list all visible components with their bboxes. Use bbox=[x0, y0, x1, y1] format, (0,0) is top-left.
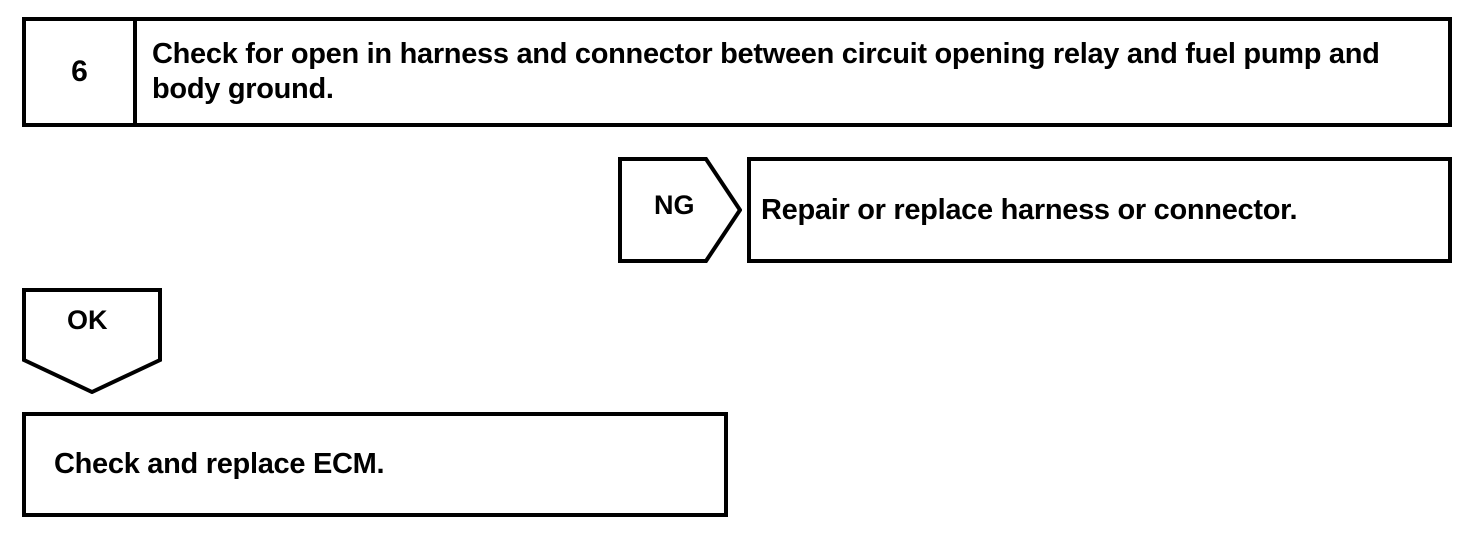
ok-result-text: Check and replace ECM. bbox=[54, 448, 385, 481]
ng-result-box: Repair or replace harness or connector. bbox=[747, 157, 1452, 263]
ok-result-box: Check and replace ECM. bbox=[22, 412, 728, 517]
ng-branch-label: NG bbox=[654, 190, 695, 220]
step-number: 6 bbox=[71, 55, 88, 88]
step-number-cell: 6 bbox=[26, 21, 137, 123]
ng-result-text: Repair or replace harness or connector. bbox=[761, 193, 1298, 226]
step-instruction-cell: Check for open in harness and connector … bbox=[141, 21, 1448, 123]
ok-arrow-icon bbox=[22, 288, 162, 394]
step-instruction-text: Check for open in harness and connector … bbox=[152, 37, 1380, 105]
ok-branch-label: OK bbox=[67, 305, 108, 335]
step-box: 6 Check for open in harness and connecto… bbox=[22, 17, 1452, 127]
ng-arrow-icon bbox=[618, 157, 742, 263]
